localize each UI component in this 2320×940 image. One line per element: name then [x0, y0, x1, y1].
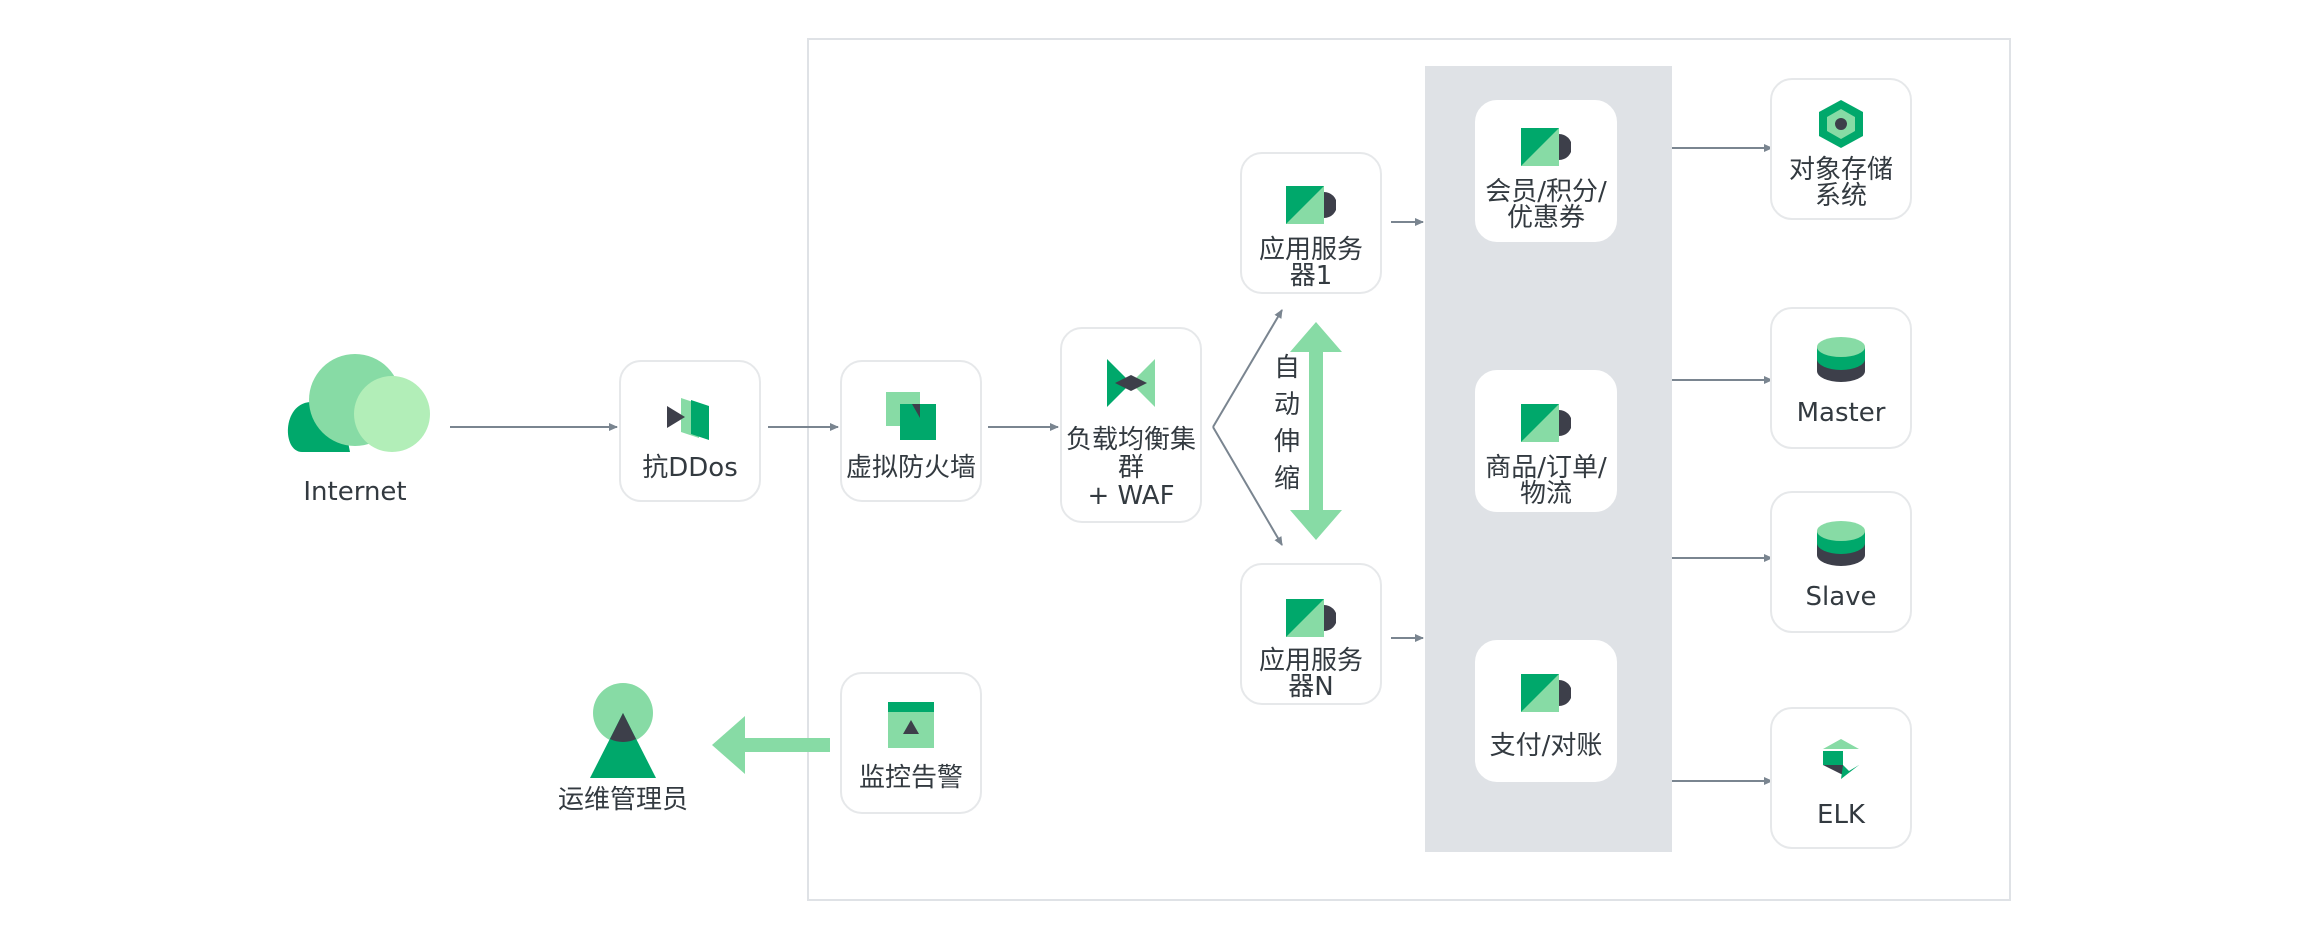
member-service-label-line2: 优惠券 — [1506, 203, 1585, 233]
cloud-boundary — [807, 38, 2011, 901]
admin-user-icon — [590, 683, 656, 778]
firewall-icon — [886, 392, 936, 440]
slave-db-node[interactable]: Slave — [1770, 491, 1912, 633]
app-server-icon — [1286, 186, 1336, 224]
elk-icon — [1823, 739, 1859, 779]
app-server-n-node[interactable]: 应用服务 器N — [1240, 563, 1382, 705]
arrow-lb-appN — [1212, 426, 1283, 546]
ops-admin-label: 运维管理员 — [557, 785, 688, 815]
object-storage-label-line1: 对象存储 — [1788, 155, 1893, 185]
master-db-node[interactable]: Master — [1770, 307, 1912, 449]
app-server-n-label-line1: 应用服务 — [1258, 646, 1363, 676]
internet-label: Internet — [303, 477, 407, 507]
app-server-icon — [1286, 599, 1336, 637]
service-icon — [1521, 128, 1571, 166]
autoscale-label: 自 动 伸 缩 — [1273, 353, 1300, 494]
payment-service-label: 支付/对账 — [1489, 731, 1603, 761]
service-icon — [1521, 404, 1571, 442]
cloud-icon — [287, 354, 430, 452]
firewall-label: 虚拟防火墙 — [845, 453, 976, 483]
goods-service-label-line1: 商品/订单/ — [1485, 453, 1607, 483]
arrow-lb-app1 — [1212, 309, 1283, 428]
firewall-node[interactable]: 虚拟防火墙 — [840, 360, 982, 502]
monitor-icon — [888, 702, 934, 748]
goods-service-node[interactable]: 商品/订单/ 物流 — [1475, 370, 1617, 512]
database-icon — [1817, 521, 1865, 566]
ddos-node[interactable]: 抗DDos — [619, 360, 761, 502]
lb-label-line2: 群 — [1117, 453, 1144, 483]
lb-label-line3: + WAF — [1087, 481, 1175, 511]
object-storage-node[interactable]: 对象存储 系统 — [1770, 78, 1912, 220]
service-icon — [1521, 674, 1571, 712]
elk-label: ELK — [1817, 800, 1865, 830]
load-balancer-icon — [1107, 359, 1155, 407]
app-server-1-node[interactable]: 应用服务 器1 — [1240, 152, 1382, 294]
app-server-1-label-line1: 应用服务 — [1258, 235, 1363, 265]
master-db-label: Master — [1796, 398, 1886, 428]
payment-service-node[interactable]: 支付/对账 — [1475, 640, 1617, 782]
lb-node[interactable]: 负载均衡集 群 + WAF — [1060, 327, 1202, 523]
slave-db-label: Slave — [1805, 582, 1877, 612]
object-storage-label-line2: 系统 — [1814, 181, 1867, 211]
member-service-node[interactable]: 会员/积分/ 优惠券 — [1475, 100, 1617, 242]
monitor-node[interactable]: 监控告警 — [840, 672, 982, 814]
database-icon — [1817, 337, 1865, 382]
app-server-1-label-line2: 器1 — [1289, 261, 1333, 291]
ddos-icon — [667, 398, 709, 440]
monitor-to-ops-arrow — [712, 716, 830, 774]
ddos-label: 抗DDos — [642, 453, 738, 483]
goods-service-label-line2: 物流 — [1519, 479, 1572, 509]
monitor-label: 监控告警 — [858, 763, 963, 793]
elk-node[interactable]: ELK — [1770, 707, 1912, 849]
autoscale-arrow — [1290, 322, 1342, 540]
app-server-n-label-line2: 器N — [1288, 672, 1334, 702]
lb-label-line1: 负载均衡集 — [1065, 425, 1196, 455]
object-storage-icon — [1819, 100, 1863, 148]
member-service-label-line1: 会员/积分/ — [1485, 177, 1607, 207]
